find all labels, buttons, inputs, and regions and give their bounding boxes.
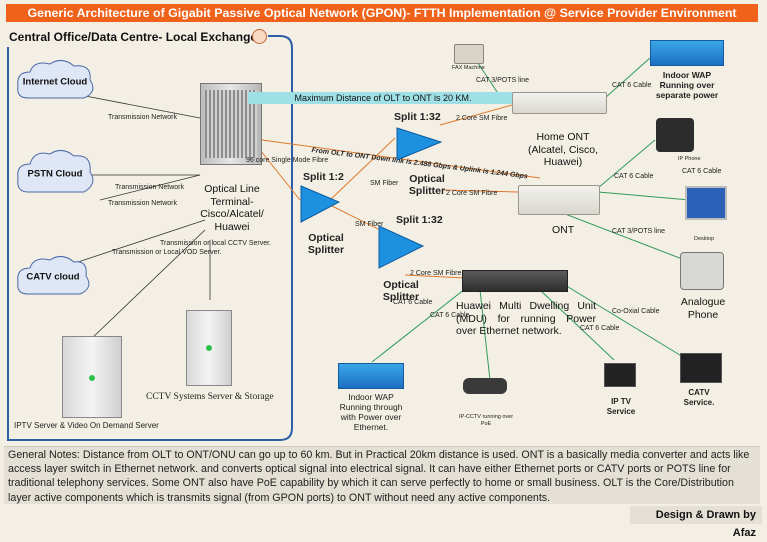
ip-tv-icon: [604, 363, 636, 387]
indoor-wap-bottom-device: [338, 363, 404, 389]
iptv-server-led: [89, 375, 95, 381]
diagram-lines: [7, 35, 691, 441]
credit-label: Design & Drawn by Afaz: [630, 506, 762, 539]
sm-fiber-label-1: SM Fiber: [370, 180, 399, 187]
optical-splitter-label-1: Optical Splitter: [307, 232, 345, 256]
transmission-network-label-3: Transmission Network: [108, 200, 177, 207]
ip-phone-icon: [656, 118, 694, 152]
catv-cloud-shape: [17, 256, 90, 295]
catv-tv-icon: [680, 353, 722, 383]
iptv-server-device: [62, 336, 122, 418]
page-title: Generic Architecture of Gigabit Passive …: [6, 4, 758, 22]
mdu-label: Huawei Multi Dwelling Unit (MDU) for run…: [456, 300, 596, 337]
central-office-label: Central Office/Data Centre- Local Exchan…: [2, 27, 268, 47]
indoor-wap-top-device: [650, 40, 724, 66]
cctv-server-label: CCTV Systems Server & Storage: [146, 392, 274, 402]
max-distance-banner: Maximum Distance of OLT to ONT is 20 KM.: [248, 92, 518, 104]
mdu-device: [462, 270, 568, 292]
splitter-1-2-icon: [300, 185, 341, 223]
cat6-mdu-tv-label: CAT 6 Cable: [580, 325, 620, 332]
catv-service-label: CATV Service.: [683, 388, 715, 407]
ip-phone-label: IP Phone: [678, 156, 701, 162]
cctv-server-link-label: Transmission or local CCTV Server.: [160, 240, 271, 247]
internet-cloud: Internet Cloud: [14, 58, 96, 106]
gpon-diagram: Generic Architecture of Gigabit Passive …: [2, 4, 762, 539]
analogue-phone-icon: [680, 252, 724, 290]
olt-label: Optical Line Terminal- Cisco/Alcatel/ Hu…: [200, 183, 264, 233]
splitter-1-32-bottom-icon: [378, 225, 425, 269]
coax-label: Co-Oxial Cable: [612, 308, 660, 315]
home-ont-device: [512, 92, 607, 114]
cat6-mdu-cam-label: CAT 6 Cable: [430, 312, 470, 319]
ont-device: [518, 185, 600, 215]
ip-cctv-icon: [463, 378, 507, 394]
pstn-cloud-label: PSTN Cloud: [27, 168, 83, 180]
central-office-bubble: [252, 29, 267, 44]
transmission-network-label-1: Transmission Network: [108, 114, 177, 121]
optical-splitter-label-3: Optical Splitter: [382, 279, 420, 303]
transmission-network-label-2: Transmission Network: [115, 184, 184, 191]
catv-cloud: CATV cloud: [14, 254, 92, 300]
catv-cloud-label: CATV cloud: [26, 271, 80, 283]
general-notes: General Notes: Distance from OLT to ONT/…: [4, 446, 760, 504]
fax-icon: [454, 44, 484, 64]
cctv-server-device: [186, 310, 232, 386]
sm-fiber-label-2: SM Fiber: [355, 221, 384, 228]
pstn-cloud: PSTN Cloud: [14, 148, 96, 200]
splitter-1-32-top-icon: [396, 127, 443, 161]
ip-cctv-label: IP-CCTV running over PoE: [458, 414, 514, 427]
desktop-icon: [685, 186, 727, 220]
optical-splitter-label-2: Optical Splitter: [408, 173, 446, 197]
split-1-32-bottom-label: Split 1:32: [396, 214, 443, 226]
indoor-wap-bottom-label: Indoor WAP Running through with Power ov…: [339, 392, 403, 432]
split-1-2-label: Split 1:2: [303, 171, 344, 183]
core-sm-fibre-label-3: 2 Core SM Fibre: [410, 270, 462, 277]
cat3-pots-label-2: CAT 3/POTS line: [612, 228, 666, 235]
ont-label: ONT: [552, 224, 575, 236]
pstn-cloud-shape: [17, 150, 94, 193]
split-1-32-top-label: Split 1:32: [394, 111, 441, 123]
iptv-server-label: IPTV Server & Video On Demand Server: [14, 421, 159, 430]
core-sm-fibre-label-2: 2 Core SM Fibre: [446, 190, 498, 197]
indoor-wap-top-label: Indoor WAP Running over separate power: [655, 70, 719, 100]
cat3-pots-label-1: CAT 3/POTS line: [476, 77, 530, 84]
ip-tv-label: IP TV Service: [606, 397, 636, 416]
cat6-wap-top-label: CAT 6 Cable: [612, 82, 652, 89]
analogue-phone-label: Analogue Phone: [680, 296, 726, 321]
vod-server-link-label: Transmission or Local VOD Server.: [112, 249, 222, 256]
internet-cloud-shape: [17, 60, 94, 99]
cat6-phone-label: CAT 6 Cable: [614, 173, 654, 180]
home-ont-label: Home ONT (Alcatel, Cisco, Huawei): [527, 131, 599, 168]
central-office-boundary: [7, 35, 293, 441]
fibre-96-label: 96 core Single Mode Fibre: [246, 157, 329, 164]
internet-cloud-label: Internet Cloud: [22, 76, 88, 88]
core-sm-fibre-label-1: 2 Core SM Fibre: [456, 115, 508, 122]
cat6-desktop-label: CAT 6 Cable: [682, 168, 722, 175]
olt-rack: [200, 83, 262, 165]
cctv-server-led: [206, 345, 212, 351]
fax-label: FAX Machine: [452, 65, 485, 71]
cat6-mdu-wap-label: CAT 6 Cable: [393, 299, 433, 306]
desktop-label: Desktop: [694, 236, 715, 242]
